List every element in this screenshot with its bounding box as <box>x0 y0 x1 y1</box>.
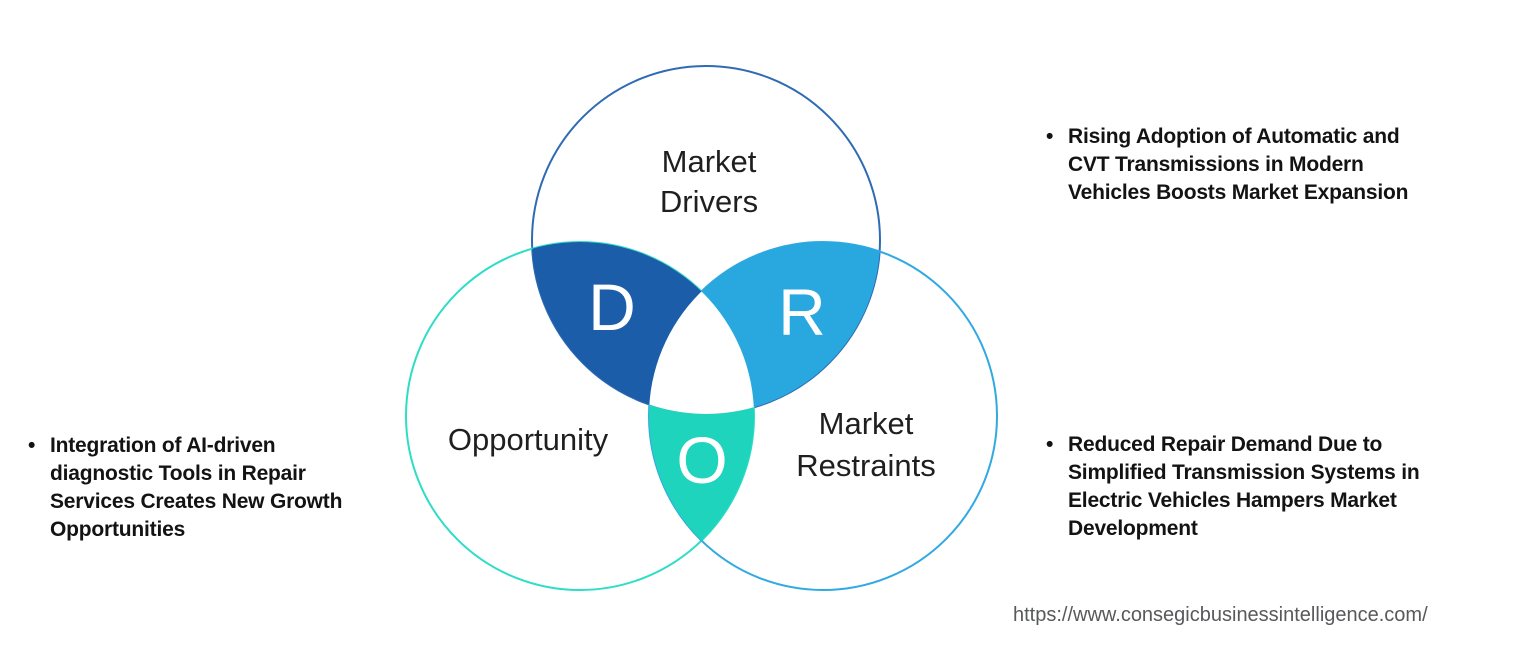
note-line: Integration of AI-driven <box>50 434 276 457</box>
note-driver: • Rising Adoption of Automatic and CVT T… <box>1046 123 1408 207</box>
note-restraint: • Reduced Repair Demand Due to Simplifie… <box>1046 431 1420 543</box>
source-url: https://www.consegicbusinessintelligence… <box>1013 604 1428 626</box>
note-line: Reduced Repair Demand Due to <box>1068 433 1383 456</box>
bullet-icon: • <box>1046 125 1054 148</box>
note-opportunity: • Integration of AI-driven diagnostic To… <box>28 432 342 544</box>
note-line: Rising Adoption of Automatic and <box>1068 125 1400 148</box>
note-line: CVT Transmissions in Modern <box>1068 153 1364 176</box>
restraints-label-line2: Restraints <box>796 448 936 483</box>
overlap-letters: D R O <box>588 270 826 497</box>
opportunity-label: Opportunity <box>448 422 609 457</box>
note-line: Development <box>1068 517 1198 540</box>
note-text: Reduced Repair Demand Due to Simplified … <box>1068 431 1420 543</box>
note-line: Services Creates New Growth <box>50 490 343 513</box>
drivers-label-line1: Market <box>662 144 757 179</box>
overlap-letter-d: D <box>588 270 636 344</box>
note-text: Integration of AI-driven diagnostic Tool… <box>50 432 342 544</box>
drivers-label-line2: Drivers <box>660 184 758 219</box>
note-line: Vehicles Boosts Market Expansion <box>1068 181 1409 204</box>
overlap-letter-o: O <box>676 423 727 497</box>
restraints-label-line1: Market <box>819 406 914 441</box>
bullet-icon: • <box>28 434 36 457</box>
bullet-icon: • <box>1046 433 1054 456</box>
overlap-letter-r: R <box>778 275 826 349</box>
note-line: Electric Vehicles Hampers Market <box>1068 489 1397 512</box>
note-text: Rising Adoption of Automatic and CVT Tra… <box>1068 123 1408 207</box>
note-line: Opportunities <box>50 518 186 541</box>
note-line: diagnostic Tools in Repair <box>50 462 306 485</box>
circle-labels: Market Drivers Opportunity Market Restra… <box>448 144 936 483</box>
note-line: Simplified Transmission Systems in <box>1068 461 1420 484</box>
